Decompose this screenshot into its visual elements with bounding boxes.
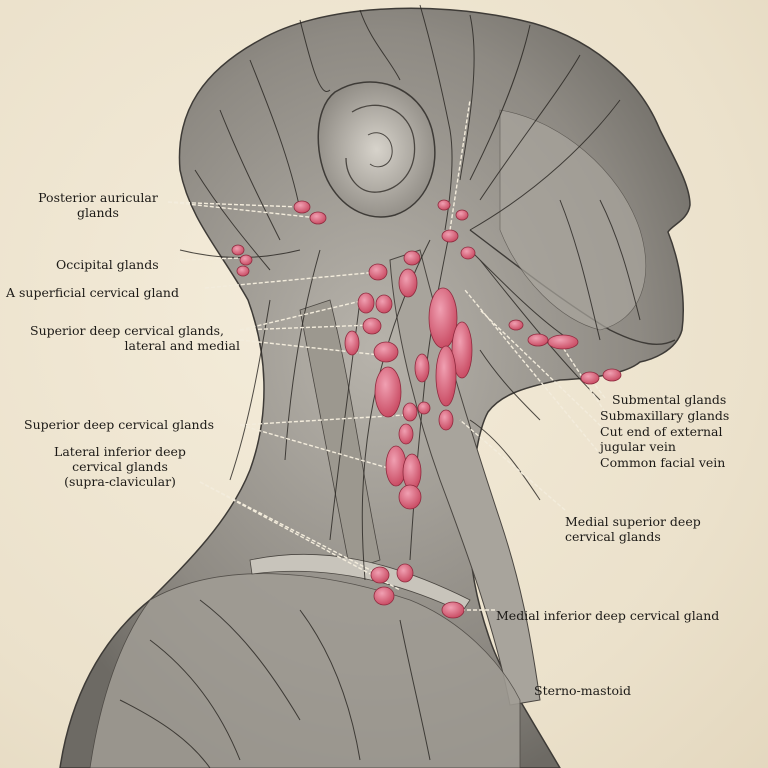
label-line: (supra-clavicular): [64, 474, 176, 489]
label-posterior-auricular: Posterior auricular glands: [14, 190, 182, 220]
ear: [317, 81, 436, 218]
lateral-inferior-deep-gland: [402, 453, 422, 491]
parotid-gland: [441, 229, 459, 243]
superior-deep-gland: [344, 330, 360, 356]
occipital-gland: [236, 265, 250, 277]
submental-gland: [580, 371, 600, 385]
label-line: glands: [77, 205, 119, 220]
label-superior-deep-lateral-medial: Superior deep cervical glands, lateral a…: [14, 323, 240, 353]
superior-deep-gland: [438, 409, 454, 431]
occipital-gland: [231, 244, 245, 256]
clavicle-band: [249, 553, 471, 613]
superior-deep-gland: [374, 366, 402, 418]
label-line: cervical glands: [565, 529, 661, 544]
parotid-gland: [403, 250, 421, 266]
label-line: lateral and medial: [124, 338, 240, 353]
shoulder-muscle: [89, 573, 521, 768]
label-medial-superior-deep: Medial superior deep cervical glands: [565, 514, 701, 544]
supraclavicular-gland: [373, 586, 395, 606]
label-line: Lateral inferior deep: [54, 444, 186, 459]
label-line: Posterior auricular: [38, 190, 158, 205]
label-superficial-cervical: A superficial cervical gland: [6, 285, 179, 300]
submental-gland: [602, 368, 622, 382]
label-cut-end-external-jugular: Cut end of external jugular vein: [600, 424, 723, 454]
superior-deep-gland: [451, 321, 473, 379]
label-submaxillary: Submaxillary glands: [600, 408, 730, 423]
supraclavicular-gland: [370, 566, 390, 584]
medial-inferior-deep-gland: [441, 601, 465, 619]
superior-deep-gland: [402, 402, 418, 422]
parotid-gland: [437, 199, 451, 211]
superior-deep-gland: [398, 423, 414, 445]
label-common-facial-vein: Common facial vein: [600, 455, 726, 470]
superior-deep-gland: [414, 353, 430, 383]
superior-deep-gland: [435, 345, 457, 407]
label-line: Cut end of external: [600, 424, 723, 439]
superior-deep-gland: [375, 294, 393, 314]
submaxillary-gland: [508, 319, 524, 331]
posterior-auricular-gland: [309, 211, 327, 225]
superior-deep-gland: [362, 317, 382, 335]
supraclavicular-gland: [396, 563, 414, 583]
superior-deep-gland: [417, 401, 431, 415]
lateral-inferior-deep-gland: [398, 484, 422, 510]
parotid-gland: [460, 246, 476, 260]
parotid-gland: [455, 209, 469, 221]
label-submental: Submental glands: [612, 392, 727, 407]
superior-deep-gland: [398, 268, 418, 298]
label-line: jugular vein: [600, 439, 676, 454]
label-occipital: Occipital glands: [56, 257, 159, 272]
vessel-network: [119, 4, 641, 768]
submaxillary-gland: [547, 334, 579, 350]
label-line: Medial superior deep: [565, 514, 701, 529]
lateral-inferior-deep-gland: [385, 445, 407, 487]
superior-deep-gland: [373, 341, 399, 363]
superficial-cervical-gland: [368, 263, 388, 281]
lymph-glands: [231, 199, 622, 619]
label-line: cervical glands: [72, 459, 168, 474]
occipital-gland: [239, 254, 253, 266]
label-line: Superior deep cervical glands,: [30, 323, 224, 338]
label-lateral-inferior-deep: Lateral inferior deep cervical glands (s…: [36, 444, 204, 489]
label-sterno-mastoid: Sterno-mastoid: [534, 683, 632, 698]
posterior-auricular-gland: [293, 200, 311, 214]
superior-deep-gland: [357, 292, 375, 314]
label-medial-inferior-deep: Medial inferior deep cervical gland: [496, 608, 720, 623]
submaxillary-gland: [527, 333, 549, 347]
label-superior-deep-cervical: Superior deep cervical glands: [24, 417, 215, 432]
face-muscle: [499, 109, 647, 331]
